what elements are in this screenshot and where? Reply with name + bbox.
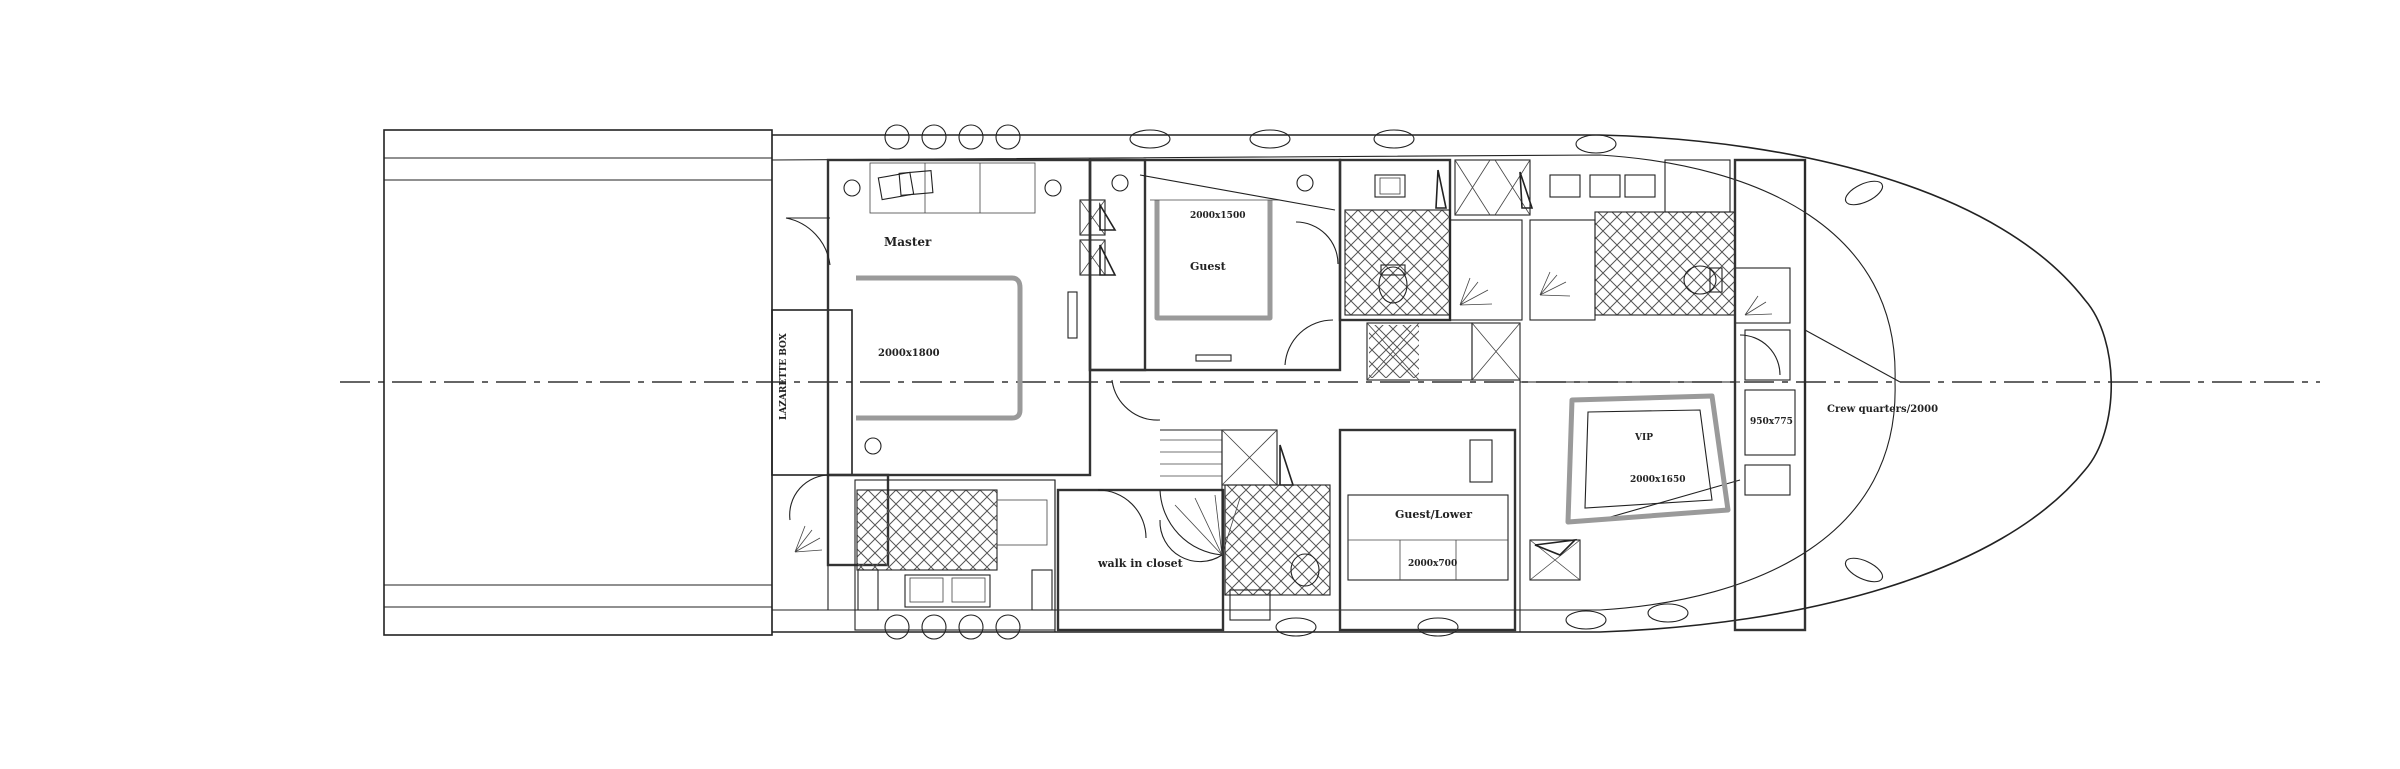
porthole-row-bottom <box>884 557 1884 640</box>
master-bathroom <box>789 473 1056 632</box>
toilet-icon <box>1683 265 1723 295</box>
shower-fan-icon <box>1744 295 1773 316</box>
shower-size: 950x775 <box>1750 417 1793 427</box>
guest-stateroom-upper: 2000x1500 Guest <box>1088 158 1342 372</box>
guest-lower-label: Guest/Lower <box>1395 508 1472 521</box>
toilet-icon <box>1378 264 1408 304</box>
guest-upper-bed <box>1154 200 1273 321</box>
vip-tag: VIP <box>1634 433 1653 443</box>
lazarette-box: LAZARETTE BOX <box>771 309 853 476</box>
master-stateroom: Master 2000x1800 <box>785 158 1092 477</box>
vip-bed-size: 2000x1650 <box>1630 475 1685 485</box>
guest-lower-cabin: Guest/Lower 2000x700 <box>1224 380 1581 632</box>
guest-upper-bed-size: 2000x1500 <box>1190 211 1245 221</box>
swim-platform <box>383 129 773 636</box>
porthole-row-top <box>884 124 1884 206</box>
master-bed-size: 2000x1800 <box>878 348 940 359</box>
crew-quarters-label: Crew quarters/2000 <box>1827 404 1938 415</box>
guest-upper-label: Guest <box>1190 260 1227 273</box>
toilet-icon <box>1290 553 1320 587</box>
shower-fan-icon <box>1539 271 1571 297</box>
vip-forward-cabin: VIP 2000x1650 950x775 <box>1520 158 1901 632</box>
central-bathrooms <box>1338 158 1791 381</box>
master-bed <box>856 275 1023 421</box>
walk-in-closet: walk in closet <box>1056 488 1225 632</box>
master-label: Master <box>884 235 932 249</box>
shower-fan-icon <box>1459 277 1493 306</box>
lazarette-label: LAZARETTE BOX <box>779 333 789 420</box>
vip-bed <box>1565 393 1731 525</box>
guest-lower-size: 2000x700 <box>1408 559 1457 569</box>
walk-in-closet-label: walk in closet <box>1097 557 1184 570</box>
shower-fan-icon <box>794 525 823 553</box>
